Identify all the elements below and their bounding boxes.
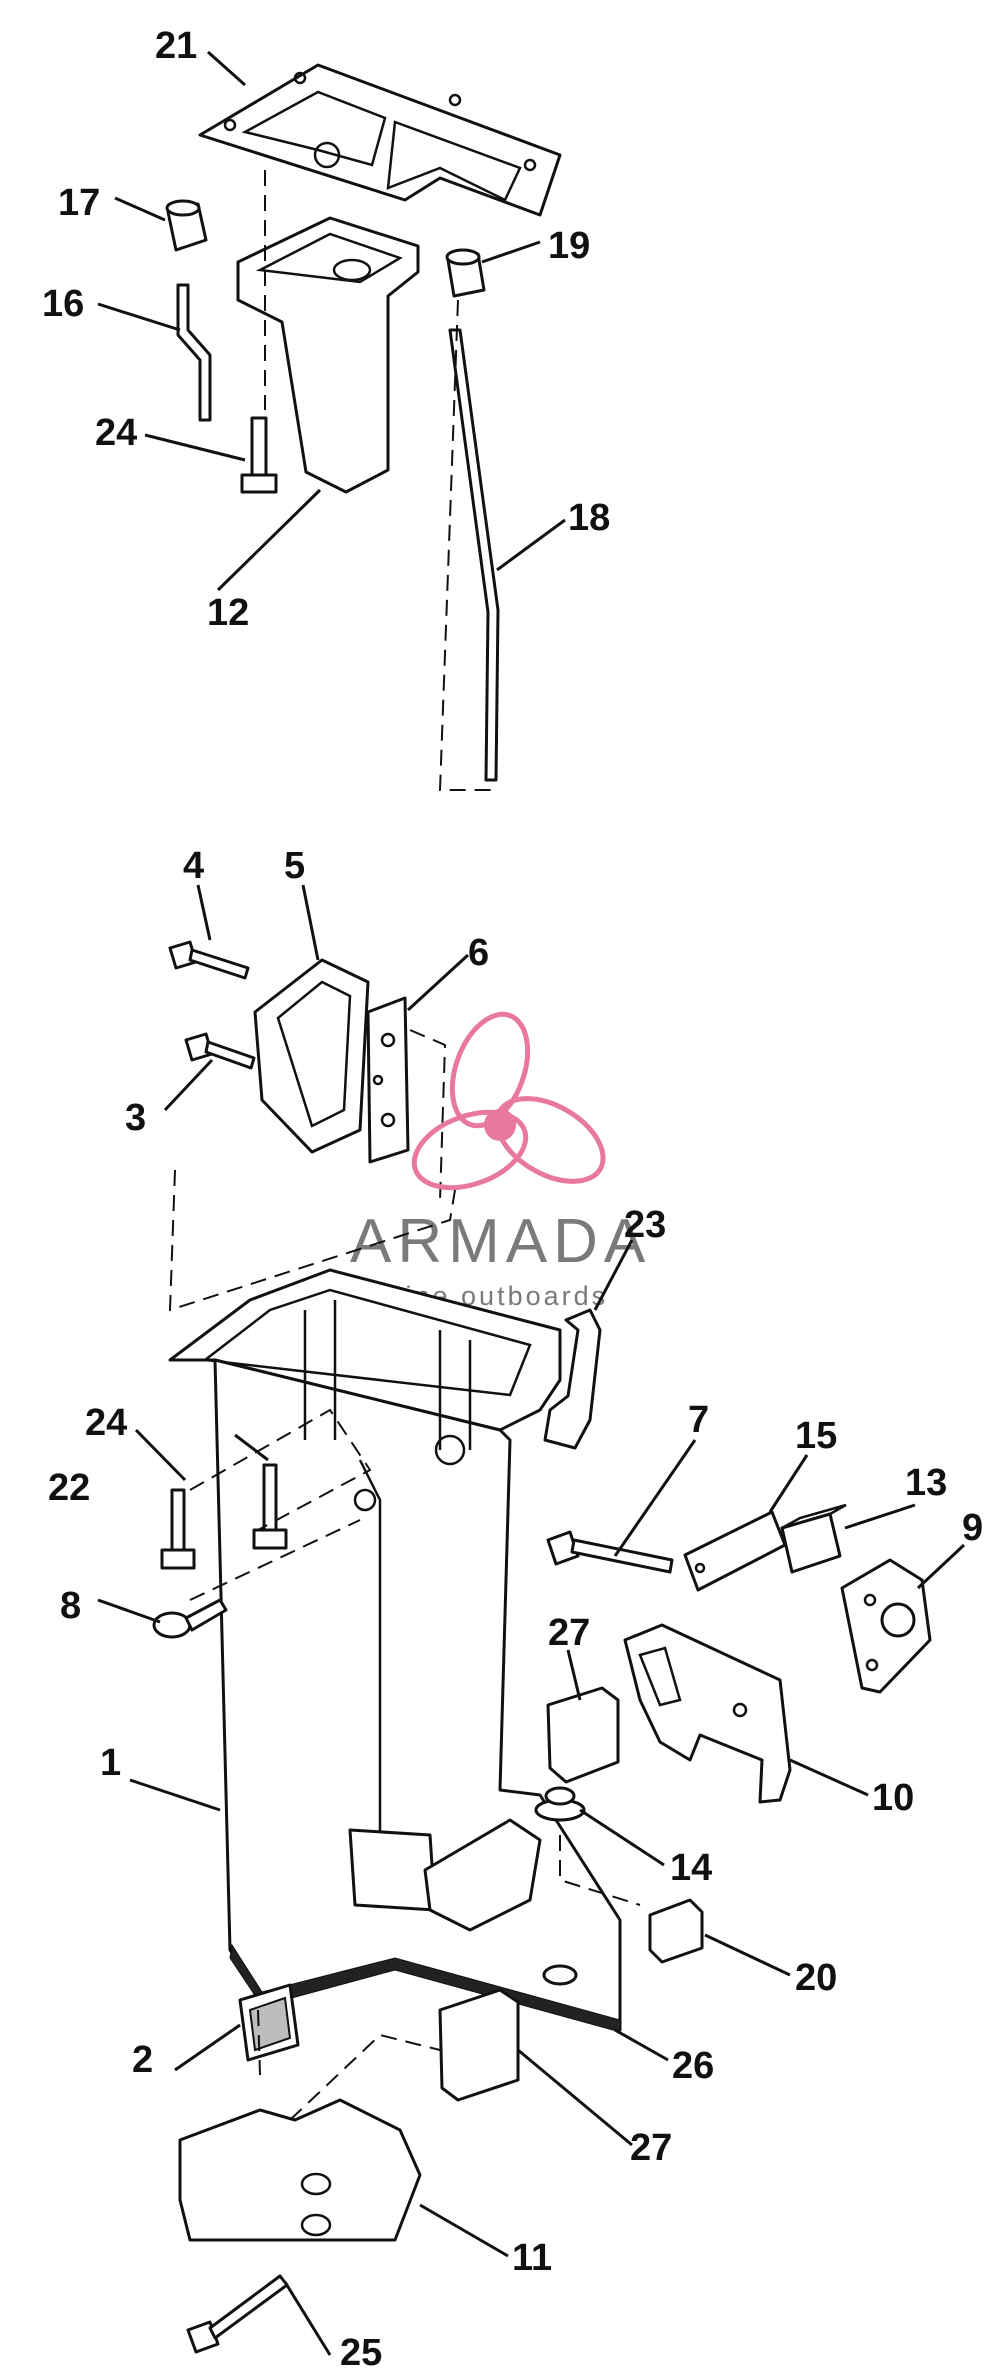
callout-4: 4 — [183, 845, 204, 887]
callout-7: 7 — [688, 1399, 709, 1441]
part-16-tube — [176, 283, 212, 422]
part-27-block-lower — [438, 1988, 520, 2102]
part-3-screw — [184, 1032, 256, 1070]
part-21-gasket — [198, 63, 562, 217]
callout-24-lower: 24 — [85, 1402, 127, 1444]
callout-24: 24 — [95, 412, 137, 454]
callout-2: 2 — [132, 2039, 153, 2081]
callout-25: 25 — [340, 2332, 382, 2370]
part-22-screw — [160, 1488, 196, 1570]
callout-20: 20 — [795, 1957, 837, 1999]
callout-21: 21 — [155, 25, 197, 67]
callout-1: 1 — [100, 1742, 121, 1784]
callout-27-lower: 27 — [630, 2127, 672, 2169]
part-6-gasket — [366, 996, 410, 1164]
callout-23: 23 — [624, 1204, 666, 1246]
callout-18: 18 — [568, 497, 610, 539]
callout-11: 11 — [512, 2237, 552, 2279]
callout-14: 14 — [670, 1847, 712, 1889]
part-2-decal — [238, 1983, 300, 2062]
callout-26: 26 — [672, 2045, 714, 2087]
part-27-block-upper — [546, 1686, 620, 1784]
part-17-grommet — [165, 199, 208, 252]
part-24-screw-upper — [240, 416, 278, 494]
part-23-clip — [543, 1308, 602, 1450]
callout-10: 10 — [872, 1777, 914, 1819]
callout-3: 3 — [125, 1097, 146, 1139]
part-7-bolt — [546, 1530, 674, 1574]
part-14-plug — [534, 1786, 586, 1822]
part-13-block — [780, 1503, 847, 1574]
part-20-block — [648, 1898, 704, 1964]
part-10-mount — [623, 1623, 792, 1804]
part-4-screw — [168, 940, 250, 980]
part-19-grommet — [445, 248, 486, 298]
callout-16: 16 — [42, 283, 84, 325]
callout-15: 15 — [795, 1415, 837, 1457]
part-12-exhaust-housing — [236, 216, 420, 494]
part-24-screw-lower — [252, 1463, 288, 1550]
callout-13: 13 — [905, 1462, 947, 1504]
part-5-cover — [253, 958, 370, 1154]
part-11-lower-cover — [178, 2033, 441, 2242]
callout-8: 8 — [60, 1585, 81, 1627]
callout-6: 6 — [468, 932, 489, 974]
part-25-bolt — [186, 2274, 289, 2354]
watermark-brand: ARMADA — [350, 1207, 651, 1276]
part-8-screw — [152, 1598, 228, 1639]
callout-5: 5 — [284, 845, 305, 887]
part-15-plate — [683, 1510, 787, 1592]
callout-22: 22 — [48, 1467, 90, 1509]
callout-12: 12 — [207, 592, 249, 634]
callout-9: 9 — [962, 1507, 983, 1549]
callout-27-upper: 27 — [548, 1612, 590, 1654]
callout-19: 19 — [548, 225, 590, 267]
part-1-driveshaft-housing — [168, 1169, 622, 2033]
part-9-bracket — [840, 1558, 932, 1694]
part-18-water-tube — [448, 328, 500, 782]
callout-17: 17 — [58, 182, 100, 224]
